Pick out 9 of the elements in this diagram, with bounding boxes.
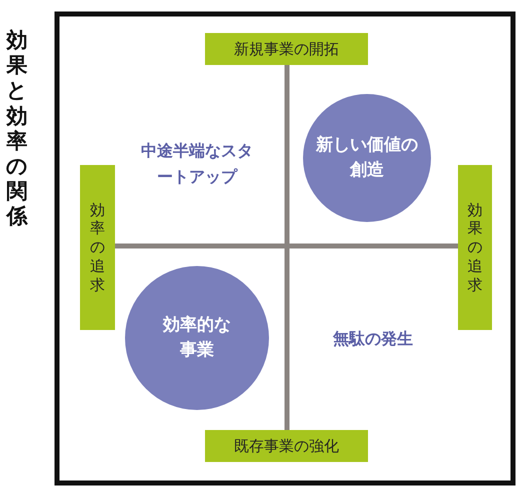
circle: 効率的な事業 [125,266,269,410]
circle: 新しい価値の創造 [303,94,431,222]
quadrant-label: 無駄の発生 [332,328,414,350]
title: 効果と効率の関係 [6,28,28,230]
axis-label: 既存事業の強化 [205,430,368,462]
axis-label: 効率の追求 [80,165,115,330]
quadrant-label: 中途半端なスタートアップ [140,140,254,188]
axis-label: 新規事業の開拓 [205,33,368,65]
axis-label: 効果の追求 [458,165,492,330]
